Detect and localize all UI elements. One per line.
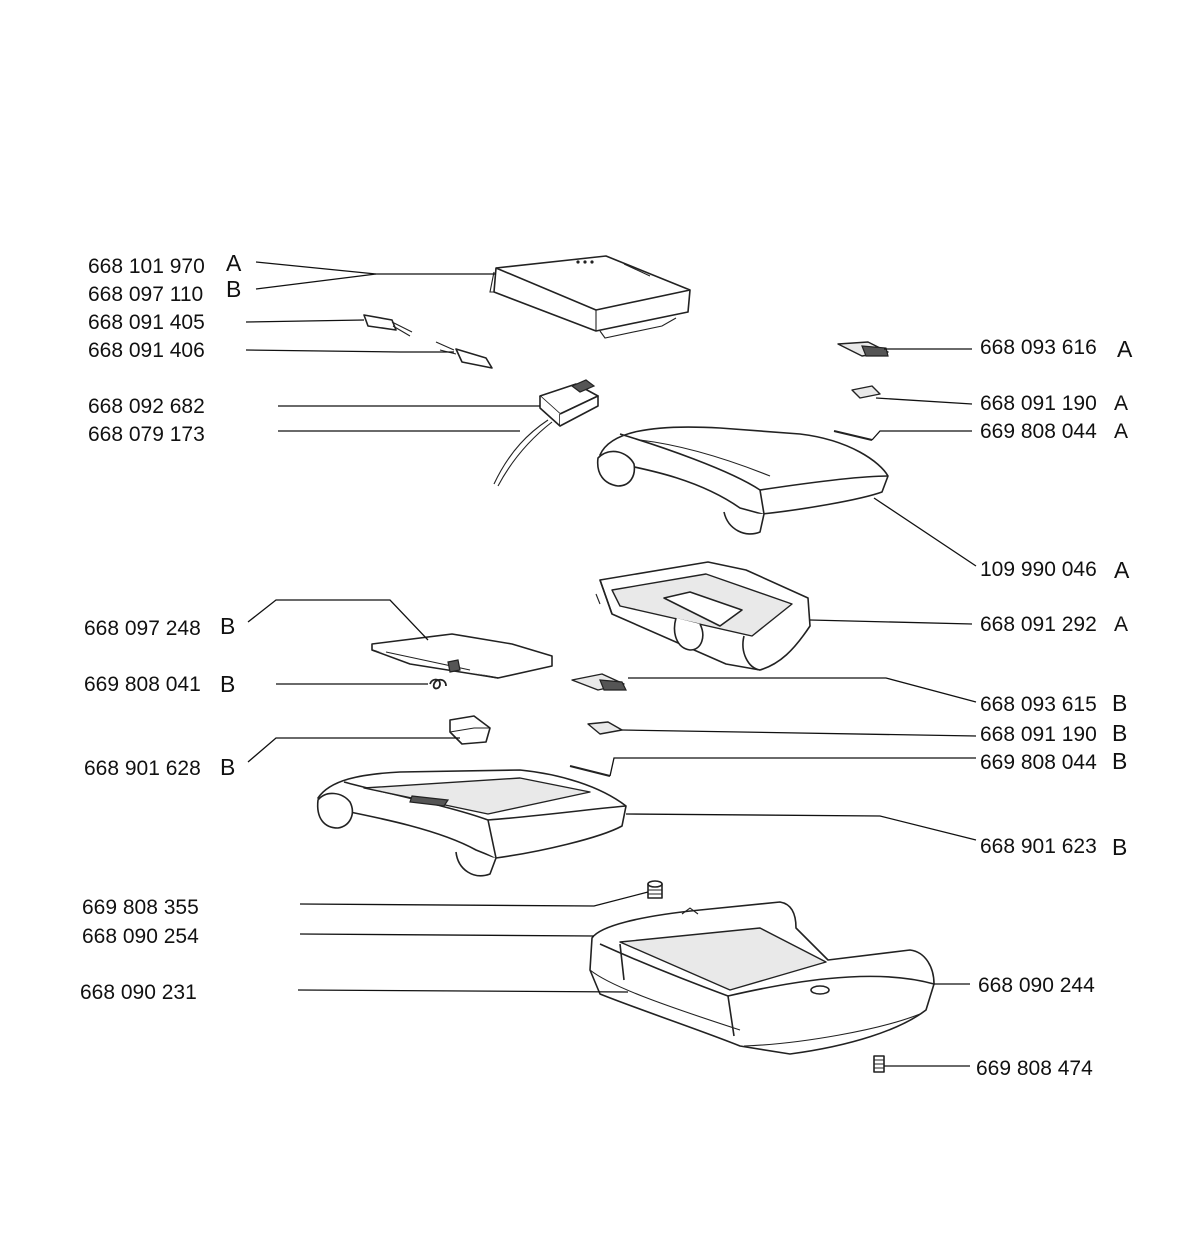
callout-code: 668 091 406 [88, 339, 205, 362]
part-plate-248 [371, 633, 553, 679]
part-pin-355 [647, 880, 663, 899]
part-small-switch-2 [435, 341, 493, 369]
callout-variant: B [220, 754, 235, 780]
callout-code: 669 808 044 [980, 420, 1097, 443]
part-small-switch-1 [363, 314, 413, 337]
part-upper-housing [596, 426, 889, 535]
callout-code: 669 808 355 [82, 896, 199, 919]
callout-variant: B [1112, 690, 1127, 716]
part-screw-474 [873, 1055, 885, 1073]
callout-variant: A [1114, 420, 1128, 443]
part-spring-041 [429, 678, 447, 690]
part-bar-044-b [569, 765, 611, 777]
part-clip-628 [449, 715, 491, 745]
callout-code: 668 091 292 [980, 613, 1097, 636]
callout-code: 668 901 623 [980, 835, 1097, 858]
part-connector-cable [493, 379, 599, 487]
callout-code: 668 093 616 [980, 336, 1097, 359]
callout-code: 669 808 474 [976, 1057, 1093, 1080]
callout-code: 109 990 046 [980, 558, 1097, 581]
callout-labels: 668 101 970 A 668 097 110 B 668 091 405 … [80, 250, 1133, 1080]
part-small-190-b [587, 721, 623, 735]
callout-code: 668 092 682 [88, 395, 205, 418]
callout-code: 669 808 044 [980, 751, 1097, 774]
callout-variant: B [1112, 748, 1127, 774]
callout-code: 668 090 244 [978, 974, 1095, 997]
callout-variant: B [1112, 834, 1127, 860]
callout-code: 668 101 970 [88, 255, 205, 278]
part-base-unit [589, 901, 935, 1055]
callout-variant: B [220, 613, 235, 639]
callout-variant: A [1117, 336, 1133, 362]
callout-code: 669 808 041 [84, 673, 201, 696]
part-bar-044-a [833, 430, 873, 441]
callout-code: 668 090 254 [82, 925, 199, 948]
part-switch-615 [571, 673, 627, 691]
callout-variant: A [1114, 392, 1128, 415]
callout-code: 668 097 248 [84, 617, 201, 640]
part-switch-616 [837, 341, 889, 357]
callout-code: 668 097 110 [88, 283, 203, 306]
part-lower-shell [316, 769, 627, 877]
callout-code: 668 091 190 [980, 392, 1097, 415]
callout-variant: A [1114, 613, 1128, 636]
callout-code: 668 090 231 [80, 981, 197, 1004]
callout-code: 668 091 190 [980, 723, 1097, 746]
part-small-190-a [851, 385, 881, 399]
leader-lines [245, 261, 977, 1067]
callout-code: 668 079 173 [88, 423, 205, 446]
part-top-cover [489, 255, 691, 339]
callout-variant: B [220, 671, 235, 697]
callout-code: 668 091 405 [88, 311, 205, 334]
callout-variant: B [1112, 720, 1127, 746]
callout-variant: A [1114, 557, 1130, 583]
callout-variant: A [226, 250, 242, 276]
callout-variant: B [226, 276, 241, 302]
callout-code: 668 093 615 [980, 693, 1097, 716]
part-lower-housing [595, 561, 811, 671]
callout-code: 668 901 628 [84, 757, 201, 780]
